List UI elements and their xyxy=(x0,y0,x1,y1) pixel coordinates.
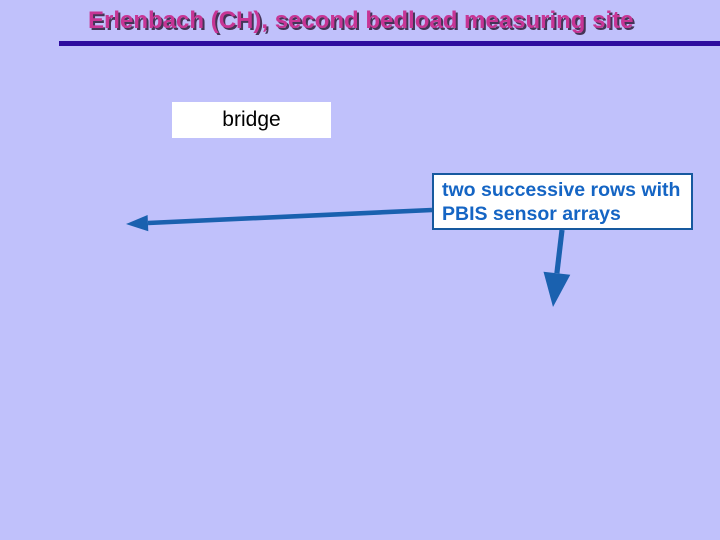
down-arrow-icon xyxy=(543,229,571,307)
bridge-callout-box: bridge xyxy=(172,102,331,138)
sensor-label-line1: two successive rows with xyxy=(442,179,681,201)
title-underline-rule xyxy=(59,41,720,46)
slide-title: Erlenbach (CH), second bedload measuring… xyxy=(88,7,634,34)
sensor-callout-box: two successive rows with PBIS sensor arr… xyxy=(432,173,693,230)
bridge-label: bridge xyxy=(222,108,281,131)
left-arrow-icon xyxy=(126,207,433,232)
sensor-label-line2: PBIS sensor arrays xyxy=(442,203,621,225)
